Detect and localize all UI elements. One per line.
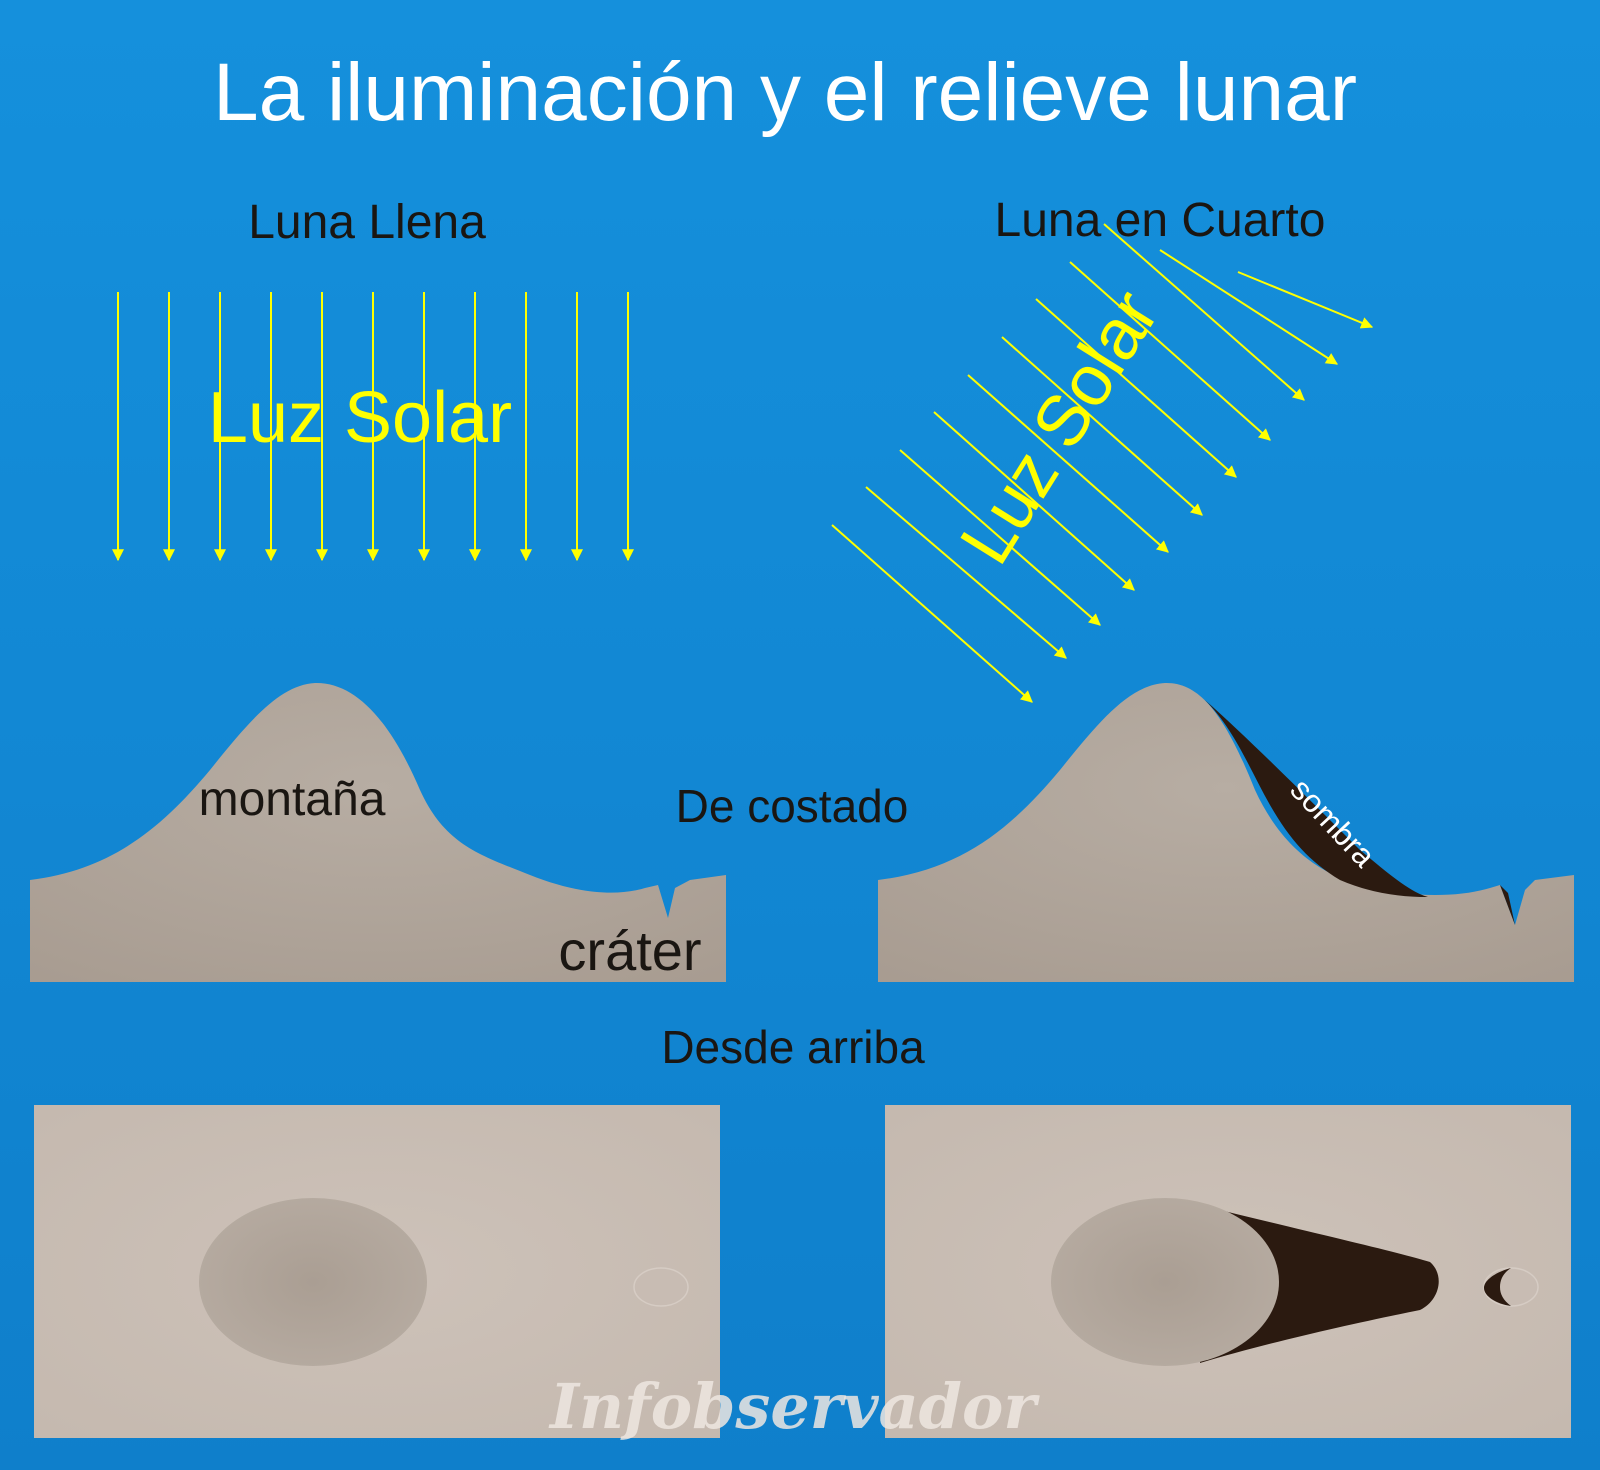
page-title: La iluminación y el relieve lunar: [213, 47, 1357, 138]
sun-ray-diagonal: [865, 486, 1067, 659]
sun-ray-diagonal: [1035, 298, 1237, 478]
sun-ray-diagonal: [967, 374, 1169, 553]
full-moon-sun-rays: [112, 292, 634, 562]
full-moon-heading: Luna Llena: [248, 196, 486, 249]
watermark: Infobservador: [548, 1370, 1040, 1443]
crater-label: cráter: [558, 919, 701, 982]
top-view-label: Desde arriba: [661, 1021, 925, 1073]
sun-ray-diagonal: [1237, 271, 1374, 329]
side-view-label: De costado: [676, 780, 909, 832]
sun-ray-diagonal: [933, 411, 1135, 591]
quarter-moon-mountain-top: [1051, 1198, 1279, 1366]
sun-ray-diagonal: [1069, 261, 1271, 441]
sun-ray-diagonal: [1001, 336, 1203, 516]
crater-top-shadow: [1484, 1268, 1511, 1306]
full-moon-side-terrain: [30, 682, 726, 982]
quarter-moon-sun-rays: [831, 223, 1374, 703]
sun-ray-diagonal: [1103, 223, 1305, 401]
full-moon-light-label: Luz Solar: [208, 378, 512, 458]
mountain-label: montaña: [199, 773, 386, 826]
full-moon-mountain-top: [199, 1198, 427, 1366]
quarter-moon-side-terrain: [878, 682, 1574, 982]
mountain-side-shadow: [1205, 700, 1428, 897]
quarter-moon-heading: Luna en Cuarto: [995, 194, 1326, 247]
full-moon-crater-top: [633, 1267, 689, 1307]
sun-ray-diagonal: [831, 524, 1033, 703]
sun-ray-diagonal: [1159, 249, 1339, 365]
sun-ray-diagonal: [899, 449, 1101, 626]
crater-side-shadow: [1500, 885, 1515, 925]
